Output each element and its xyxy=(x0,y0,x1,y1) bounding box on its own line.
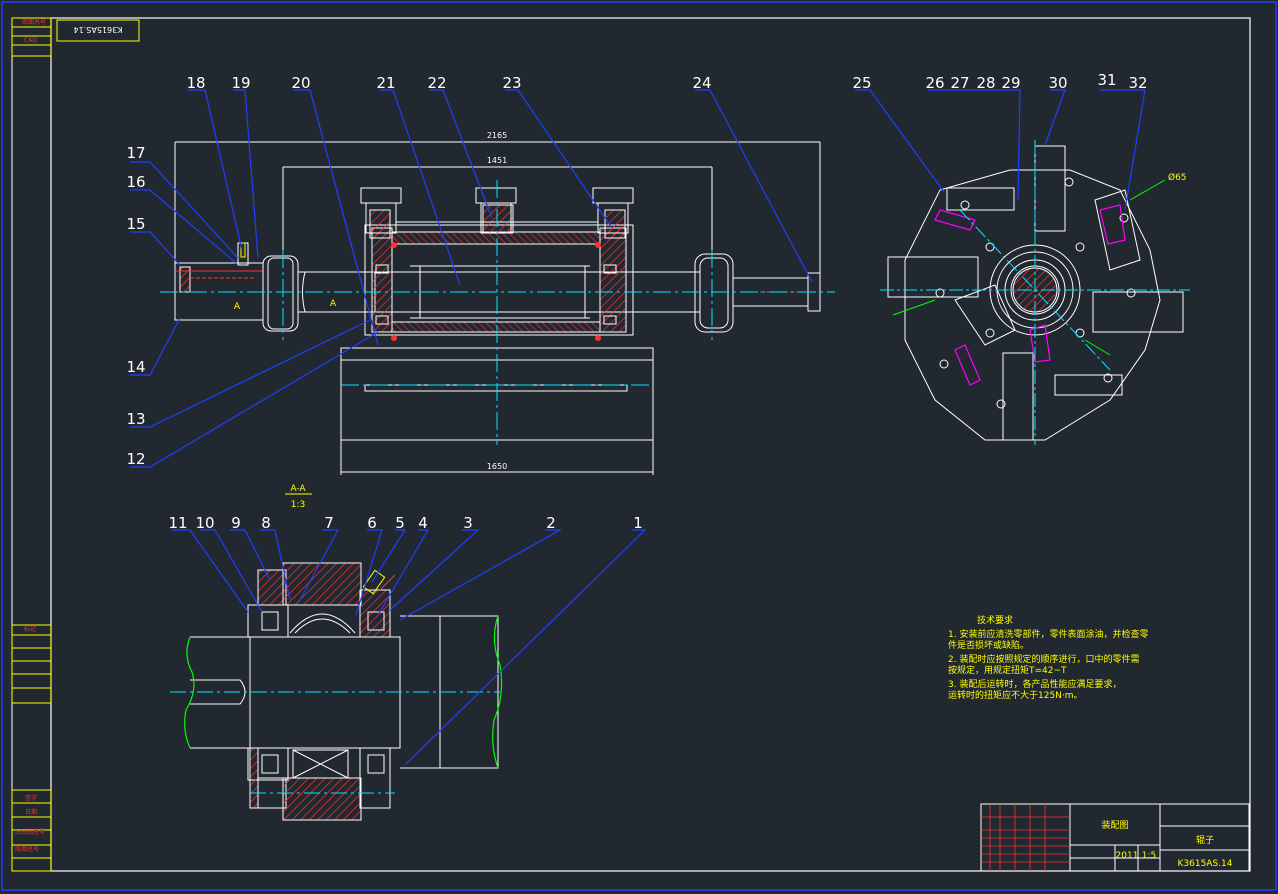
part-27: 27 xyxy=(950,74,969,92)
part-26: 26 xyxy=(925,74,944,92)
part-31: 31 xyxy=(1097,71,1116,89)
part-17: 17 xyxy=(126,144,145,162)
notes-line-2: 件是否损坏或缺陷。 xyxy=(948,639,1029,651)
title-block-scale: 1:5 xyxy=(1142,851,1156,861)
side-label-mark: 标记 xyxy=(24,625,36,633)
section-leaders xyxy=(172,529,647,766)
main-centerlines xyxy=(160,180,835,445)
view-mark-left: A xyxy=(234,302,241,312)
part-30: 30 xyxy=(1048,74,1067,92)
part-8: 8 xyxy=(261,514,271,532)
part-12: 12 xyxy=(126,450,145,468)
part-5: 5 xyxy=(395,514,405,532)
part-6: 6 xyxy=(367,514,377,532)
side-label-1: 底图总号 xyxy=(22,18,46,26)
end-leaders xyxy=(855,89,1146,211)
part-24: 24 xyxy=(692,74,711,92)
part-25: 25 xyxy=(852,74,871,92)
end-view-magenta xyxy=(934,204,1126,386)
side-label-base: 底图总号 xyxy=(15,845,39,853)
section-breaks xyxy=(184,615,503,769)
part-11: 11 xyxy=(168,514,187,532)
part-numbers: 18 19 20 21 22 23 24 17 16 15 14 13 12 2… xyxy=(126,71,1147,532)
part-29: 29 xyxy=(1001,74,1020,92)
part-2: 2 xyxy=(546,514,556,532)
dim-overall: 2165 xyxy=(487,131,507,140)
dim-bottom: 1650 xyxy=(487,462,507,471)
part-15: 15 xyxy=(126,215,145,233)
code-stamp-text: K3615AS.14 xyxy=(74,25,123,34)
part-4: 4 xyxy=(418,514,428,532)
title-block-sheet: 2011 xyxy=(1116,851,1139,861)
part-32: 32 xyxy=(1128,74,1147,92)
part-23: 23 xyxy=(502,74,521,92)
notes-line-4: 按规定，用规定扭矩T=42~T xyxy=(948,664,1067,676)
section-title: A-A 1:3 xyxy=(285,484,312,510)
part-22: 22 xyxy=(427,74,446,92)
code-stamp: K3615AS.14 xyxy=(56,19,140,42)
end-view-center xyxy=(880,140,1190,445)
title-block-title: 装配图 xyxy=(1101,819,1128,831)
dim-middle: 1451 xyxy=(487,156,507,165)
dim-flange: Ø65 xyxy=(1168,172,1187,183)
part-3: 3 xyxy=(463,514,473,532)
part-16: 16 xyxy=(126,173,145,191)
title-block-part: 辊子 xyxy=(1196,834,1214,846)
notes-line-5: 3. 装配后运转时，各产品性能应满足要求， xyxy=(948,678,1121,690)
part-21: 21 xyxy=(376,74,395,92)
notes-line-3: 2. 装配时应按照规定的顺序进行，口中的零件需 xyxy=(948,653,1139,665)
part-19: 19 xyxy=(231,74,250,92)
section-scale: 1:3 xyxy=(291,500,305,510)
main-view xyxy=(174,141,821,475)
notes-line-1: 1. 安装前应清洗零部件，零件表面涂油，并检查零 xyxy=(948,628,1148,640)
part-13: 13 xyxy=(126,410,145,428)
section-center xyxy=(170,691,500,794)
part-14: 14 xyxy=(126,358,145,376)
part-10: 10 xyxy=(195,514,214,532)
part-28: 28 xyxy=(976,74,995,92)
side-label-date: 日期 xyxy=(25,808,37,816)
part-20: 20 xyxy=(291,74,310,92)
title-block-number: K3615AS.14 xyxy=(1178,859,1233,869)
part-9: 9 xyxy=(231,514,241,532)
side-label-cad: CAD xyxy=(24,37,37,44)
section-view xyxy=(190,562,499,821)
main-leaders xyxy=(130,89,813,468)
section-magenta xyxy=(362,569,396,595)
section-label: A-A xyxy=(290,484,306,494)
side-boxes xyxy=(11,17,52,872)
part-1: 1 xyxy=(633,514,643,532)
part-18: 18 xyxy=(186,74,205,92)
title-block xyxy=(980,803,1250,872)
end-view-greenlines xyxy=(892,179,1166,356)
technical-notes: 技术要求 1. 安装前应清洗零部件，零件表面涂油，并检查零 件是否损坏或缺陷。 … xyxy=(948,614,1148,701)
side-label-sign: 签字 xyxy=(25,794,37,802)
side-label-old: 旧底图总号 xyxy=(15,828,45,836)
part-7: 7 xyxy=(324,514,334,532)
view-mark-right: A xyxy=(330,299,337,309)
notes-title: 技术要求 xyxy=(977,614,1013,626)
notes-line-6: 运转时的扭矩应不大于125N·m。 xyxy=(948,689,1083,701)
